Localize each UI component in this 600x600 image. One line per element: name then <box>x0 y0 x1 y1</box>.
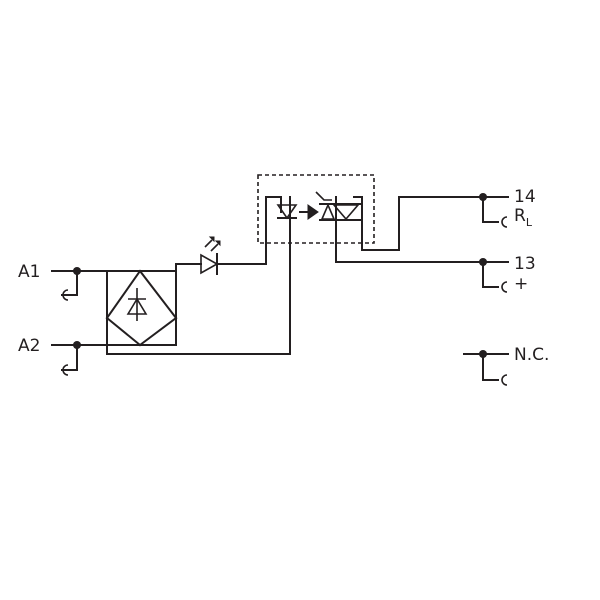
light-coupling-arrow-icon <box>299 204 319 220</box>
socket-nc-icon <box>501 374 508 386</box>
label-a2: A2 <box>18 336 40 356</box>
label-nc: N.C. <box>514 345 549 365</box>
terminal-nc: N.C. <box>463 345 549 386</box>
label-14: 14 <box>514 187 536 207</box>
socket-a2-icon <box>62 364 69 376</box>
label-rl: RL <box>514 206 533 229</box>
label-a1: A1 <box>18 262 40 282</box>
optocoupler <box>257 174 375 244</box>
terminal-13: 13 + <box>479 254 536 294</box>
opto-led-icon <box>276 204 298 220</box>
socket-a1-icon <box>62 289 69 301</box>
terminal-14: 14 RL <box>479 187 536 229</box>
label-13: 13 <box>514 254 536 274</box>
triac-icon <box>315 191 361 221</box>
indicator-led <box>200 236 267 275</box>
label-plus: + <box>514 274 528 294</box>
terminal-a1: A1 <box>18 262 141 301</box>
socket-13-icon <box>501 281 508 293</box>
optocoupler-enclosure <box>257 174 375 244</box>
terminal-a2: A2 <box>18 336 109 376</box>
socket-14-icon <box>501 216 508 228</box>
rectifier-diode-icon <box>126 288 148 321</box>
bridge-rectifier <box>105 269 178 347</box>
light-emission-icon <box>204 236 221 252</box>
